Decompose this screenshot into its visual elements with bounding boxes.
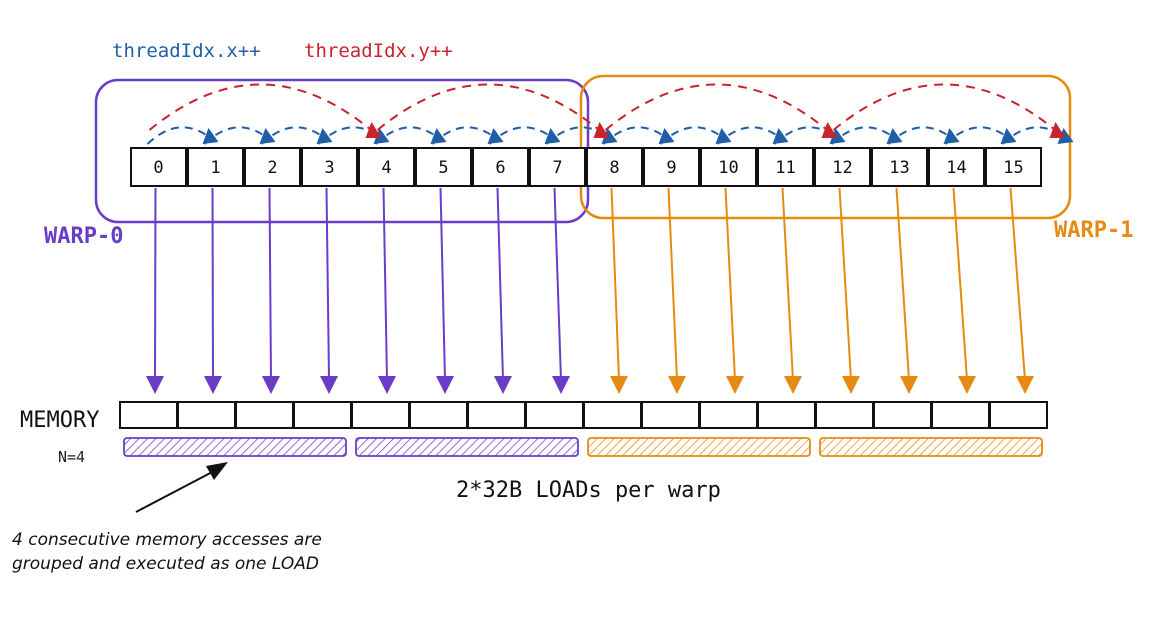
memory-access-arrow [667,187,686,394]
thread-cell: 4 [358,147,415,187]
thread-cell: 11 [757,147,814,187]
thread-cell: 9 [643,147,700,187]
legend-threadidx-y: threadIdx.y++ [304,40,453,62]
memory-cell [931,401,990,429]
memory-cell [641,401,700,429]
threadidx-x-arrow [659,126,732,145]
memory-cell [467,401,526,429]
thread-cell: 3 [301,147,358,187]
thread-cell: 13 [871,147,928,187]
threadidx-x-arrow [887,126,960,145]
warp-0-label: WARP-0 [44,224,124,249]
memory-label: MEMORY [20,408,100,433]
threadidx-x-arrow [203,126,276,145]
threadidx-y-arrow [604,83,838,138]
threadidx-x-arrow [374,126,447,145]
memory-cell [177,401,236,429]
thread-index-label: 13 [889,158,909,178]
thread-cell: 12 [814,147,871,187]
memory-cell [351,401,410,429]
thread-index-label: 9 [666,158,676,178]
coalesced-load-bar [587,437,811,457]
memory-access-arrow [262,187,280,394]
coalesced-load-bar [355,437,579,457]
memory-access-arrow [1009,187,1034,394]
thread-cell: 2 [244,147,301,187]
thread-index-label: 11 [775,158,795,178]
thread-cell: 5 [415,147,472,187]
thread-index-label: 14 [946,158,966,178]
memory-access-arrow [724,187,744,394]
thread-index-label: 2 [267,158,277,178]
memory-cell [873,401,932,429]
memory-cell [989,401,1048,429]
threadidx-y-arrow [832,83,1066,138]
threadidx-x-arrow [944,126,1017,145]
thread-index-label: 3 [324,158,334,178]
thread-cell: 0 [130,147,187,187]
thread-index-label: 10 [718,158,738,178]
thread-index-label: 5 [438,158,448,178]
memory-cell [119,401,178,429]
thread-index-label: 0 [153,158,163,178]
thread-index-label: 7 [552,158,562,178]
legend-threadidx-x: threadIdx.x++ [112,40,261,62]
memory-access-arrow [838,187,860,394]
loads-per-warp-text: 2*32B LOADs per warp [456,478,721,503]
thread-index-label: 6 [495,158,505,178]
thread-cell: 6 [472,147,529,187]
memory-access-arrow [320,187,338,394]
memory-cell [409,401,468,429]
memory-access-arrow [146,187,164,394]
thread-cell: 1 [187,147,244,187]
thread-index-label: 4 [381,158,391,178]
threadidx-x-arrow [146,126,219,145]
threadidx-y-arrow [376,83,610,138]
coalesced-load-bar [819,437,1043,457]
memory-access-arrow [610,187,628,394]
note-line-1: 4 consecutive memory accesses are [12,530,322,550]
memory-cell [235,401,294,429]
threadidx-x-arrow [431,126,504,145]
load-grouping-note: 4 consecutive memory accesses are groupe… [12,528,322,576]
thread-cell: 8 [586,147,643,187]
memory-access-arrow [378,187,396,394]
thread-index-label: 8 [609,158,619,178]
threadidx-y-arrow [148,83,382,138]
note-pointer-arrow [135,462,228,513]
threadidx-x-arrow [716,126,789,145]
thread-cell: 14 [928,147,985,187]
thread-cell: 15 [985,147,1042,187]
memory-cell [583,401,642,429]
coalesced-load-bar [123,437,347,457]
memory-cell [757,401,816,429]
threadidx-x-arrow [830,126,903,145]
threadidx-x-arrow [602,126,675,145]
memory-access-arrow [204,187,222,394]
memory-cell [815,401,874,429]
memory-access-arrow [895,187,918,394]
memory-access-arrow [494,187,512,394]
thread-index-label: 15 [1003,158,1023,178]
n-label: N=4 [58,448,86,466]
note-line-2: grouped and executed as one LOAD [12,554,319,574]
memory-cell [525,401,584,429]
memory-access-arrow [952,187,976,394]
memory-cell [293,401,352,429]
memory-access-arrow [781,187,802,394]
memory-access-arrow [436,187,454,394]
thread-index-label: 1 [210,158,220,178]
thread-cell: 10 [700,147,757,187]
threadidx-x-arrow [488,126,561,145]
warp-1-label: WARP-1 [1054,218,1134,243]
thread-cell: 7 [529,147,586,187]
memory-access-arrow [552,187,570,394]
memory-cell [699,401,758,429]
thread-index-label: 12 [832,158,852,178]
threadidx-x-arrow [260,126,333,145]
